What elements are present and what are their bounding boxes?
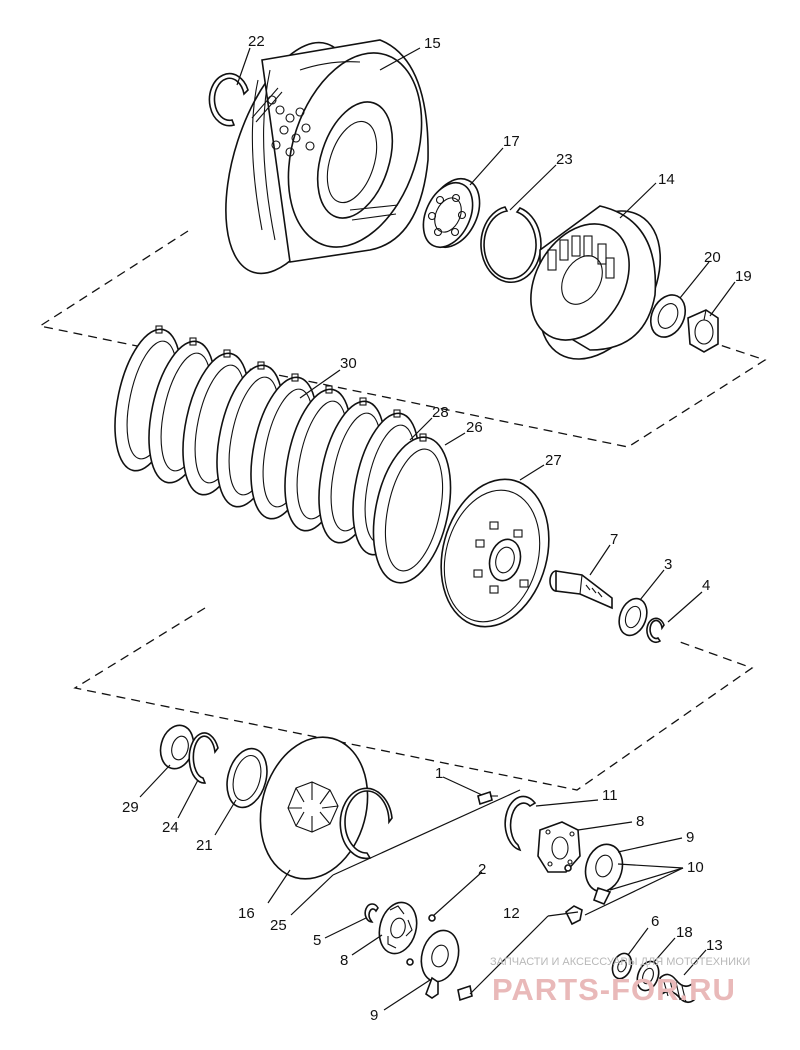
- callout-21: 21: [196, 837, 213, 854]
- callout-5: 5: [313, 932, 321, 949]
- callout-3: 3: [664, 556, 672, 573]
- bearing-3: [618, 597, 648, 637]
- ball-2-a: [564, 864, 572, 872]
- ball-2-c: [406, 958, 414, 966]
- bushing-6: [611, 952, 633, 980]
- callout-18: 18: [676, 924, 693, 941]
- adjusting-screw-7: [549, 570, 613, 610]
- snap-ring-25: [339, 787, 393, 860]
- callout-4: 4: [702, 577, 710, 594]
- retaining-ring-5: [364, 903, 379, 923]
- callout-12: 12: [503, 905, 520, 922]
- callout-13: 13: [706, 937, 723, 954]
- callout-25: 25: [270, 917, 287, 934]
- snap-ring-4: [646, 617, 665, 644]
- clutch-shell-15: [225, 39, 429, 275]
- diaphragm-spring-16: [259, 736, 369, 880]
- callout-9-lower: 9: [370, 1007, 378, 1024]
- callout-11: 11: [602, 787, 618, 804]
- watermark-logo: PARTS-FOR.RU: [492, 972, 736, 1007]
- callout-1: 1: [435, 765, 443, 782]
- retaining-ring-21: [226, 747, 268, 809]
- retaining-ring-11: [504, 795, 537, 852]
- ramp-9-upper: [584, 843, 624, 906]
- watermark-caption: ЗАПЧАСТИ И АКСЕССУАРЫ ДЛЯ МОТОТЕХНИКИ: [490, 956, 750, 968]
- callout-22: 22: [248, 33, 265, 50]
- callout-9-upper: 9: [686, 829, 694, 846]
- callout-20: 20: [704, 249, 721, 266]
- callout-2: 2: [478, 861, 486, 878]
- callout-27: 27: [545, 452, 562, 469]
- clip-12: [457, 905, 583, 1002]
- callout-17: 17: [503, 133, 520, 150]
- callout-16: 16: [238, 905, 255, 922]
- callout-30: 30: [340, 355, 357, 372]
- watermark: ЗАПЧАСТИ И АКСЕССУАРЫ ДЛЯ МОТОТЕХНИКИ PA…: [490, 956, 750, 1007]
- callout-26: 26: [466, 419, 483, 436]
- callout-29: 29: [122, 799, 139, 816]
- spring-13: [659, 973, 695, 1004]
- bearing-17: [422, 178, 481, 248]
- leader-lines: [139, 47, 736, 1011]
- hub-nut-19: [687, 309, 719, 353]
- callout-23: 23: [556, 151, 573, 168]
- callout-10: 10: [687, 859, 704, 876]
- callout-15: 15: [424, 35, 441, 52]
- ramp-8-lower: [378, 901, 418, 955]
- snap-ring-23: [480, 206, 542, 284]
- screw-1: [477, 790, 498, 806]
- retaining-ring-24: [188, 732, 219, 784]
- callout-24: 24: [162, 819, 179, 836]
- callout-28: 28: [432, 404, 449, 421]
- lower-group-dashed-outline: [73, 607, 754, 791]
- ramp-9-lower: [420, 929, 460, 999]
- callout-8-upper: 8: [636, 813, 644, 830]
- callout-8-lower: 8: [340, 952, 348, 969]
- callout-7: 7: [610, 531, 618, 548]
- retaining-ring-22: [208, 72, 249, 127]
- callout-19: 19: [735, 268, 752, 285]
- callout-14: 14: [658, 171, 675, 188]
- washer-18: [636, 960, 660, 992]
- seal-20: [649, 294, 687, 338]
- clutch-plate-stack: [114, 325, 452, 584]
- ball-2-b: [428, 914, 436, 922]
- bearing-29: [159, 724, 195, 770]
- ramp-plate-8-upper: [537, 821, 581, 873]
- clutch-hub-14: [530, 205, 662, 360]
- pressure-plate-27: [440, 478, 550, 628]
- callout-6: 6: [651, 913, 659, 930]
- callout-numbers: 22 15 17 23 14 20 19 30 28 26 27 7 3 4 2…: [122, 33, 752, 1024]
